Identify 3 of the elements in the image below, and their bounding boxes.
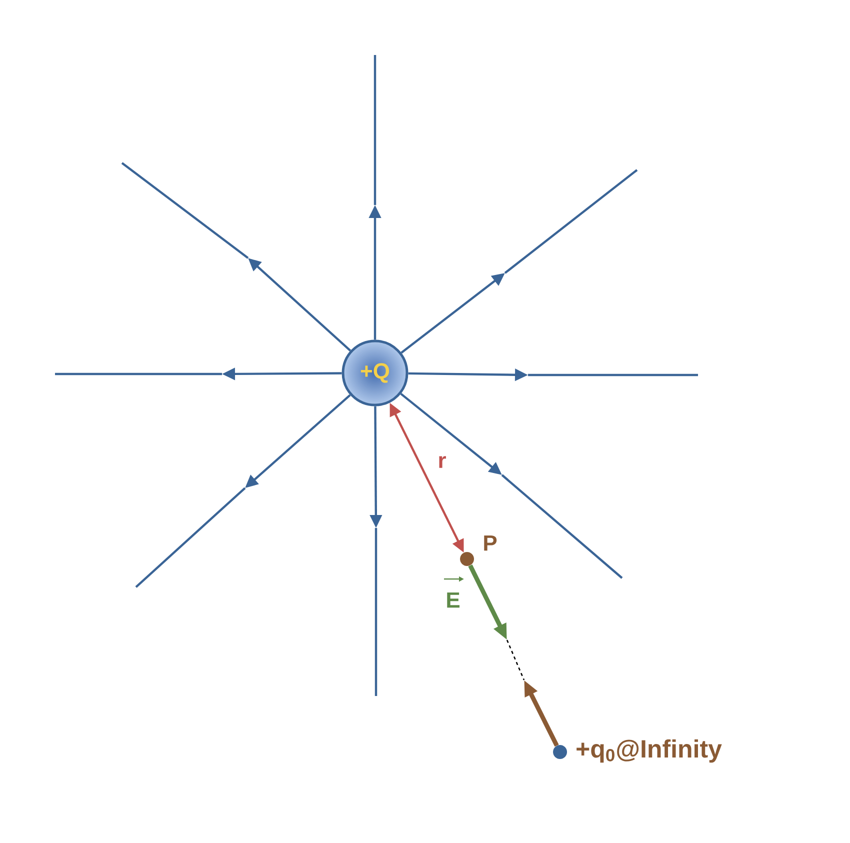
edge-label: r	[439, 456, 446, 468]
point-label: P	[484, 535, 497, 551]
point-label: +q$_{0}$@Infinity	[576, 739, 722, 763]
